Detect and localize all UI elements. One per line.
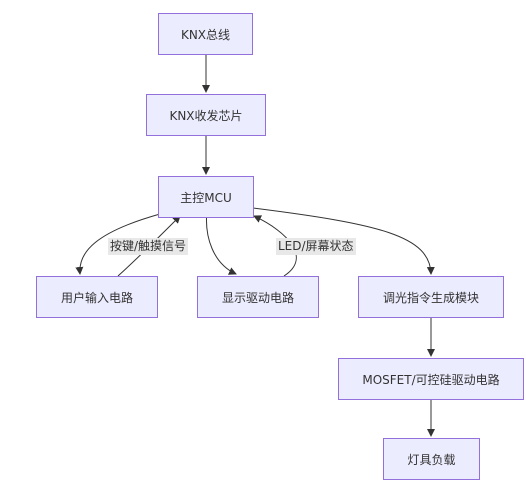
node-lamp-load: 灯具负载: [383, 438, 480, 480]
edge-mcu-to-user-input: [75, 213, 161, 275]
node-dimming-module: 调光指令生成模块: [358, 276, 504, 318]
edge-label-display-status: LED/屏幕状态: [276, 238, 356, 255]
node-display-driver: 显示驱动电路: [197, 276, 319, 318]
node-knx-transceiver: KNX收发芯片: [146, 94, 266, 136]
node-knx-bus: KNX总线: [158, 13, 253, 55]
node-mosfet-driver: MOSFET/可控硅驱动电路: [338, 358, 524, 400]
edge-mcu-to-dimming: [252, 207, 435, 275]
edge-mcu-to-display: [205, 209, 237, 275]
node-user-input: 用户输入电路: [36, 276, 158, 318]
node-mcu: 主控MCU: [158, 176, 254, 218]
edge-label-input-signal: 按键/触摸信号: [108, 238, 189, 255]
